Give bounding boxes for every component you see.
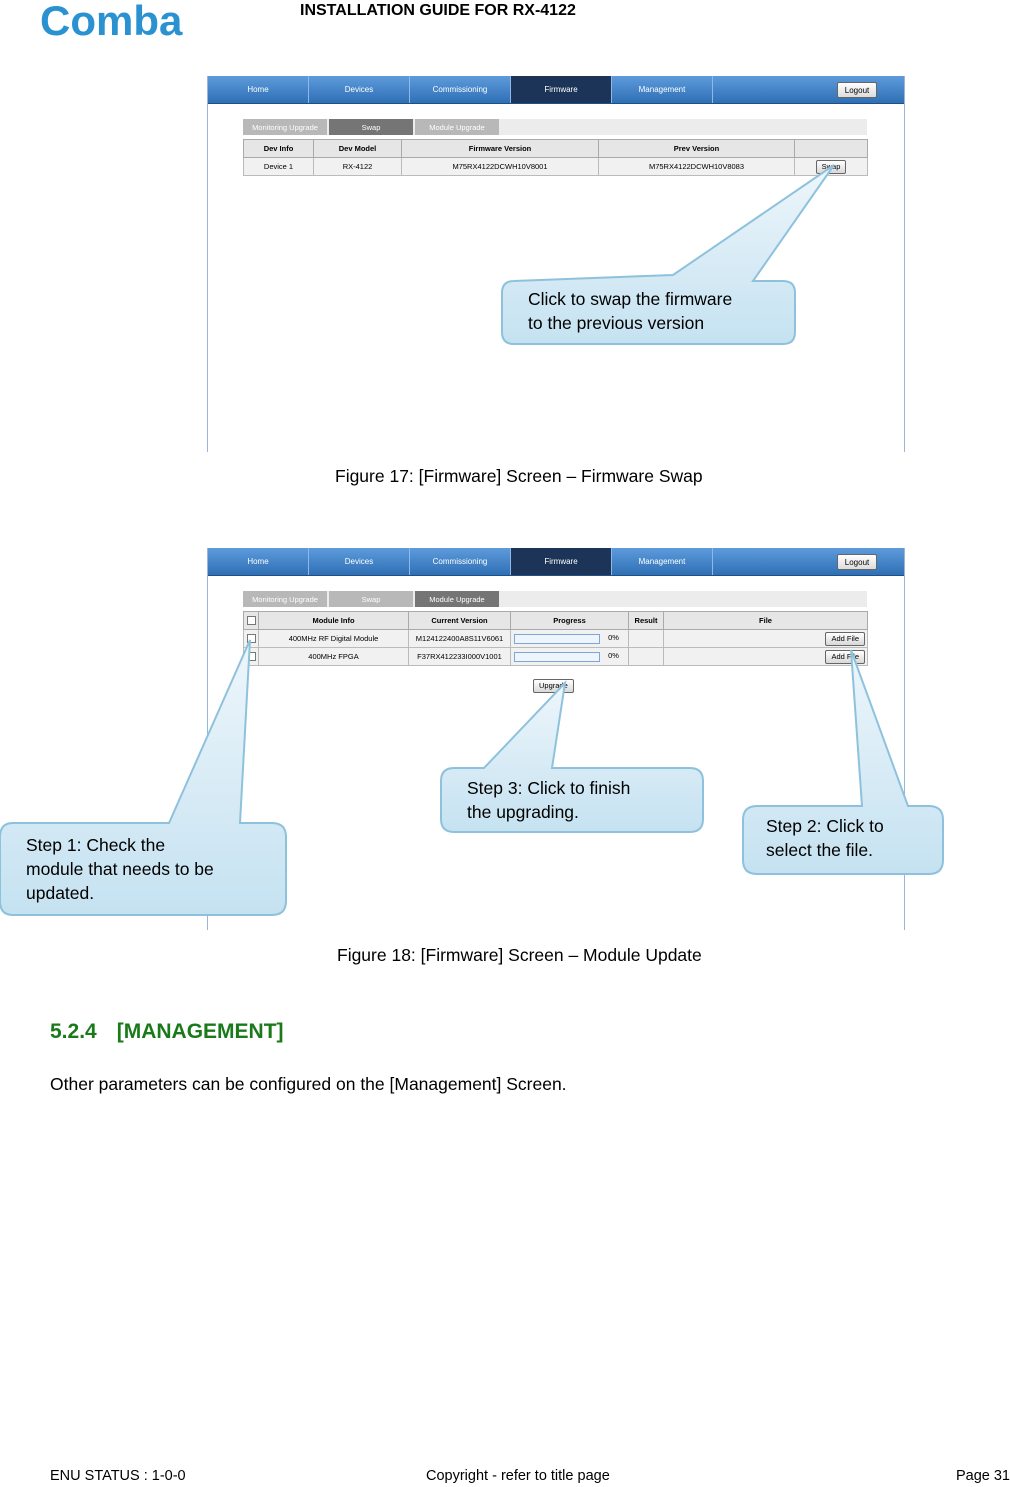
callout-step1 (0, 639, 287, 916)
callout-line: the upgrading. (467, 802, 579, 822)
cell-result (628, 647, 664, 666)
add-file-button[interactable]: Add File (825, 631, 865, 646)
cell-select (243, 629, 259, 648)
step1-text: Step 1: Check the module that needs to b… (26, 833, 214, 905)
tab-commissioning[interactable]: Commissioning (410, 76, 511, 103)
subtab-module-upgrade[interactable]: Module Upgrade (415, 119, 499, 135)
callout-step3 (440, 680, 704, 833)
cell-firmware-version: M75RX4122DCWH10V8001 (401, 157, 599, 176)
cell-progress: 0% (510, 629, 629, 648)
callout-line: Step 3: Click to finish (467, 778, 631, 798)
tab-devices[interactable]: Devices (309, 548, 410, 575)
table-row: 400MHz FPGA F37RX412233I000V1001 0% Add … (243, 647, 868, 666)
callout-line: updated. (26, 883, 95, 903)
callout-line: to the previous version (528, 313, 705, 333)
col-dev-info: Dev Info (243, 139, 314, 158)
subtab-swap[interactable]: Swap (329, 119, 413, 135)
figure17-caption: Figure 17: [Firmware] Screen – Firmware … (335, 466, 703, 486)
logout-button[interactable]: Logout (837, 554, 877, 570)
tab-commissioning[interactable]: Commissioning (410, 548, 511, 575)
module-table: Module Info Current Version Progress Res… (243, 611, 868, 666)
subtab-monitoring-upgrade[interactable]: Monitoring Upgrade (243, 591, 327, 607)
tab-firmware[interactable]: Firmware (511, 548, 612, 575)
callout-swap-text: Click to swap the firmware to the previo… (528, 287, 732, 335)
cell-result (628, 629, 664, 648)
module-checkbox[interactable] (246, 634, 256, 644)
callout-swap (501, 164, 835, 345)
section-heading: 5.2.4 [MANAGEMENT] (50, 1020, 284, 1044)
col-firmware-version: Firmware Version (401, 139, 599, 158)
callout-line: Step 2: Click to (766, 816, 884, 836)
section-body: Other parameters can be configured on th… (50, 1074, 567, 1094)
subtab-swap[interactable]: Swap (329, 591, 413, 607)
callout-line: Click to swap the firmware (528, 289, 733, 309)
tab-home[interactable]: Home (208, 76, 309, 103)
cell-current-version: F37RX412233I000V1001 (408, 647, 511, 666)
cell-progress: 0% (510, 647, 629, 666)
progress-bar (514, 633, 600, 644)
firmware-subtabs: Monitoring Upgrade Swap Module Upgrade (243, 591, 867, 607)
select-all-checkbox[interactable] (246, 616, 256, 626)
logo-text: Comba (40, 2, 183, 42)
footer-status: ENU STATUS : 1-0-0 (50, 1468, 186, 1484)
cell-prev-version: M75RX4122DCWH10V8083 (598, 157, 795, 176)
figure18-caption: Figure 18: [Firmware] Screen – Module Up… (337, 945, 702, 965)
col-result: Result (628, 611, 664, 630)
document-title: INSTALLATION GUIDE FOR RX-4122 (300, 2, 576, 19)
col-prev-version: Prev Version (598, 139, 795, 158)
footer-page-number: Page 31 (955, 1468, 1010, 1484)
cell-module-info: 400MHz FPGA (258, 647, 409, 666)
callout-line: Step 1: Check the (26, 835, 166, 855)
subtab-module-upgrade[interactable]: Module Upgrade (415, 591, 499, 607)
callout-line: select the file. (766, 840, 873, 860)
step3-text: Step 3: Click to finish the upgrading. (467, 776, 630, 824)
firmware-subtabs: Monitoring Upgrade Swap Module Upgrade (243, 119, 867, 135)
section-number: 5.2.4 (50, 1020, 97, 1043)
nav-bar: Home Devices Commissioning Firmware Mana… (208, 76, 904, 104)
cell-dev-info: Device 1 (243, 157, 314, 176)
tab-management[interactable]: Management (612, 76, 713, 103)
step2-text: Step 2: Click to select the file. (766, 814, 884, 862)
subtab-monitoring-upgrade[interactable]: Monitoring Upgrade (243, 119, 327, 135)
progress-value: 0% (608, 651, 619, 661)
cell-file: Add File (663, 629, 868, 648)
progress-bar (514, 651, 600, 662)
callout-step2 (742, 649, 944, 875)
progress-value: 0% (608, 633, 619, 643)
swap-table: Dev Info Dev Model Firmware Version Prev… (243, 139, 868, 176)
nav-bar: Home Devices Commissioning Firmware Mana… (208, 548, 904, 576)
table-row: 400MHz RF Digital Module M124122400A8S11… (243, 629, 868, 648)
cell-current-version: M124122400A8S11V6061 (408, 629, 511, 648)
col-action (794, 139, 868, 158)
callout-line: module that needs to be (26, 859, 214, 879)
tab-management[interactable]: Management (612, 548, 713, 575)
tab-home[interactable]: Home (208, 548, 309, 575)
comba-logo: Comba (40, 2, 183, 42)
tab-firmware[interactable]: Firmware (511, 76, 612, 103)
logout-button[interactable]: Logout (837, 82, 877, 98)
cell-file: Add File (663, 647, 868, 666)
section-title: [MANAGEMENT] (116, 1020, 284, 1043)
col-progress: Progress (510, 611, 629, 630)
firmware-swap-screenshot: Home Devices Commissioning Firmware Mana… (207, 76, 905, 452)
col-module-info: Module Info (258, 611, 409, 630)
tab-devices[interactable]: Devices (309, 76, 410, 103)
cell-dev-model: RX-4122 (313, 157, 402, 176)
footer-copyright: Copyright - refer to title page (426, 1468, 610, 1484)
